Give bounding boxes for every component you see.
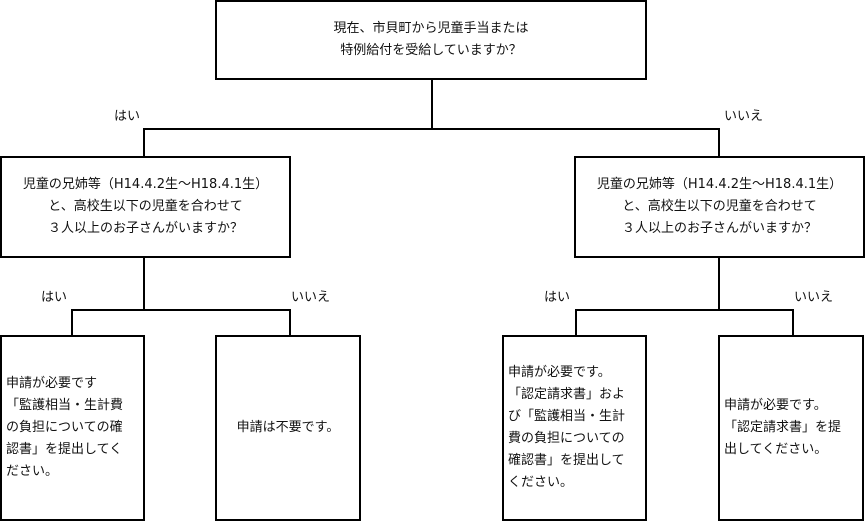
root-question-box: 現在、市貝町から児童手当または 特例給付を受給していますか？ xyxy=(215,0,647,80)
left-no-label: いいえ xyxy=(291,290,331,305)
right-question-down-connector xyxy=(718,257,720,310)
right-yes-outcome-box: 申請が必要です。 「認定請求書」およ び「監護相当・生計 費の負担についての 確… xyxy=(502,335,647,521)
right-question-box: 児童の兄姉等（H14.4.2生～H18.4.1生） と、高校生以下の児童を合わせ… xyxy=(574,156,865,258)
left-yes-outcome-text: 申請が必要です 「監護相当・生計費 の負担についての確 認書」を提出してく ださ… xyxy=(6,376,124,479)
root-no-label: いいえ xyxy=(724,109,764,124)
root-left-drop-connector xyxy=(143,128,145,157)
right-yes-outcome-text: 申請が必要です。 「認定請求書」およ び「監護相当・生計 費の負担についての 確… xyxy=(508,365,626,490)
right-yes-drop-connector xyxy=(575,309,577,336)
right-question-text: 児童の兄姉等（H14.4.2生～H18.4.1生） と、高校生以下の児童を合わせ… xyxy=(596,177,843,236)
left-question-down-connector xyxy=(143,257,145,310)
root-right-drop-connector xyxy=(718,128,720,157)
right-no-outcome-box: 申請が必要です。 「認定請求書」を提 出してください。 xyxy=(718,335,864,521)
root-down-connector xyxy=(431,78,433,129)
left-question-text: 児童の兄姉等（H14.4.2生～H18.4.1生） と、高校生以下の児童を合わせ… xyxy=(22,177,269,236)
right-no-label: いいえ xyxy=(794,290,834,305)
left-branch-connector xyxy=(71,309,291,311)
left-no-outcome-box: 申請は不要です。 xyxy=(215,335,361,521)
left-yes-drop-connector xyxy=(71,309,73,336)
left-yes-outcome-box: 申請が必要です 「監護相当・生計費 の負担についての確 認書」を提出してく ださ… xyxy=(0,335,145,521)
left-no-drop-connector xyxy=(289,309,291,336)
right-branch-connector xyxy=(575,309,794,311)
left-yes-label: はい xyxy=(41,290,68,305)
right-yes-label: はい xyxy=(544,290,571,305)
root-question-text: 現在、市貝町から児童手当または 特例給付を受給していますか？ xyxy=(333,21,529,58)
right-no-drop-connector xyxy=(792,309,794,336)
left-no-outcome-text: 申請は不要です。 xyxy=(236,420,340,435)
root-branch-connector xyxy=(143,128,720,130)
left-question-box: 児童の兄姉等（H14.4.2生～H18.4.1生） と、高校生以下の児童を合わせ… xyxy=(0,156,291,258)
root-yes-label: はい xyxy=(114,109,141,124)
right-no-outcome-text: 申請が必要です。 「認定請求書」を提 出してください。 xyxy=(724,398,842,457)
